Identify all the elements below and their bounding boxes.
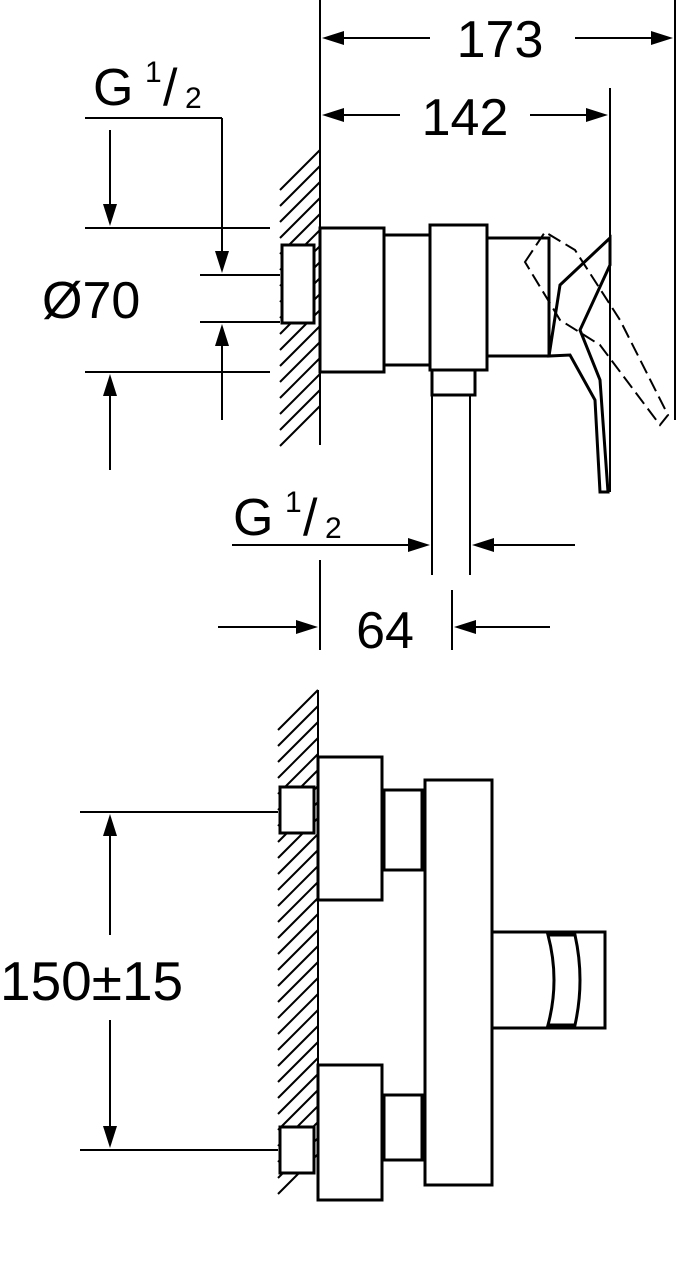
hatch-line [277, 913, 319, 955]
dimension-142: 142 [422, 89, 509, 147]
dimension-64: 64 [356, 602, 414, 660]
svg-text:2: 2 [185, 82, 202, 115]
svg-text:2: 2 [325, 512, 342, 545]
inlet-thread-label: G 1 / 2 [93, 56, 202, 117]
dimension-150-15: 150±15 [0, 950, 183, 1012]
hatch-line [279, 325, 321, 367]
svg-text:173: 173 [457, 11, 544, 69]
hatch-line [277, 1009, 319, 1051]
hatch-line [277, 833, 319, 875]
hatch-line [277, 1057, 319, 1099]
hatch-line [279, 197, 321, 239]
wall-connector [278, 1125, 316, 1175]
hatch-line [277, 993, 319, 1035]
hatch-line [277, 849, 319, 891]
hatch-line [279, 389, 321, 431]
hatch-line [279, 165, 321, 207]
hatch-line [277, 1089, 319, 1131]
hatch-line [279, 341, 321, 383]
wall-connector [280, 243, 316, 325]
hatch-line [279, 149, 321, 191]
hatch-line [277, 705, 319, 747]
svg-text:1: 1 [285, 486, 302, 519]
svg-text:142: 142 [422, 89, 509, 147]
hatch-line [277, 945, 319, 987]
svg-text:G: G [93, 59, 133, 117]
hatch-line [277, 689, 319, 731]
svg-text:1: 1 [145, 56, 162, 89]
hatch-line [277, 721, 319, 763]
svg-text:/: / [163, 59, 178, 117]
hatch-line [279, 405, 321, 447]
dimension-173: 173 [457, 11, 544, 69]
side-view-fitting [280, 223, 670, 575]
hatch-line [277, 865, 319, 907]
wall-connector [278, 785, 316, 835]
svg-text:/: / [303, 489, 318, 547]
hatch-line [277, 929, 319, 971]
outlet-thread-label: G 1 / 2 [233, 486, 342, 547]
hatch-line [279, 181, 321, 223]
hatch-line [277, 1025, 319, 1067]
hatch-line [277, 961, 319, 1003]
hatch-line [277, 1041, 319, 1083]
hatch-line [277, 881, 319, 923]
diameter-70: Ø70 [42, 272, 140, 330]
hatch-line [277, 1073, 319, 1115]
hatch-line [279, 373, 321, 415]
svg-text:G: G [233, 489, 273, 547]
hatch-line [277, 897, 319, 939]
hatch-line [277, 977, 319, 1019]
front-view-fitting [80, 690, 607, 1202]
hatch-line [279, 357, 321, 399]
hatch-line [277, 737, 319, 779]
